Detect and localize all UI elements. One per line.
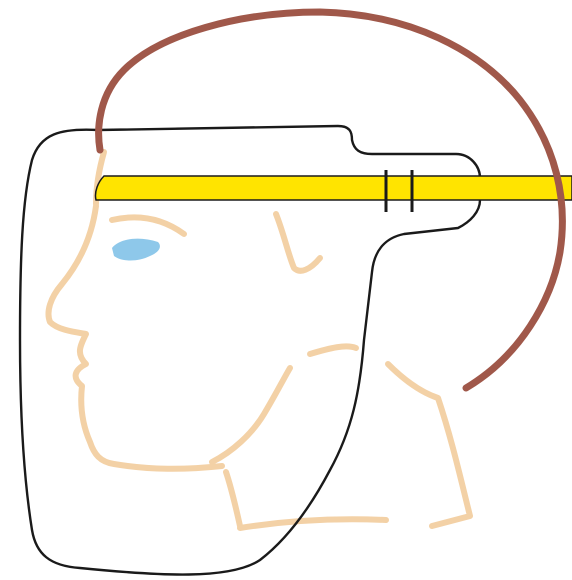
jaw-line (212, 368, 290, 462)
collar-line (240, 519, 386, 528)
head-profile (49, 152, 471, 528)
neck-front-line (226, 472, 240, 526)
headband-bar (95, 176, 572, 200)
headband (95, 170, 572, 212)
back-neck-line (310, 346, 356, 354)
brow-line (112, 217, 184, 234)
eye-shape (112, 239, 160, 261)
nape-line (388, 364, 470, 526)
ear-line (276, 214, 320, 271)
